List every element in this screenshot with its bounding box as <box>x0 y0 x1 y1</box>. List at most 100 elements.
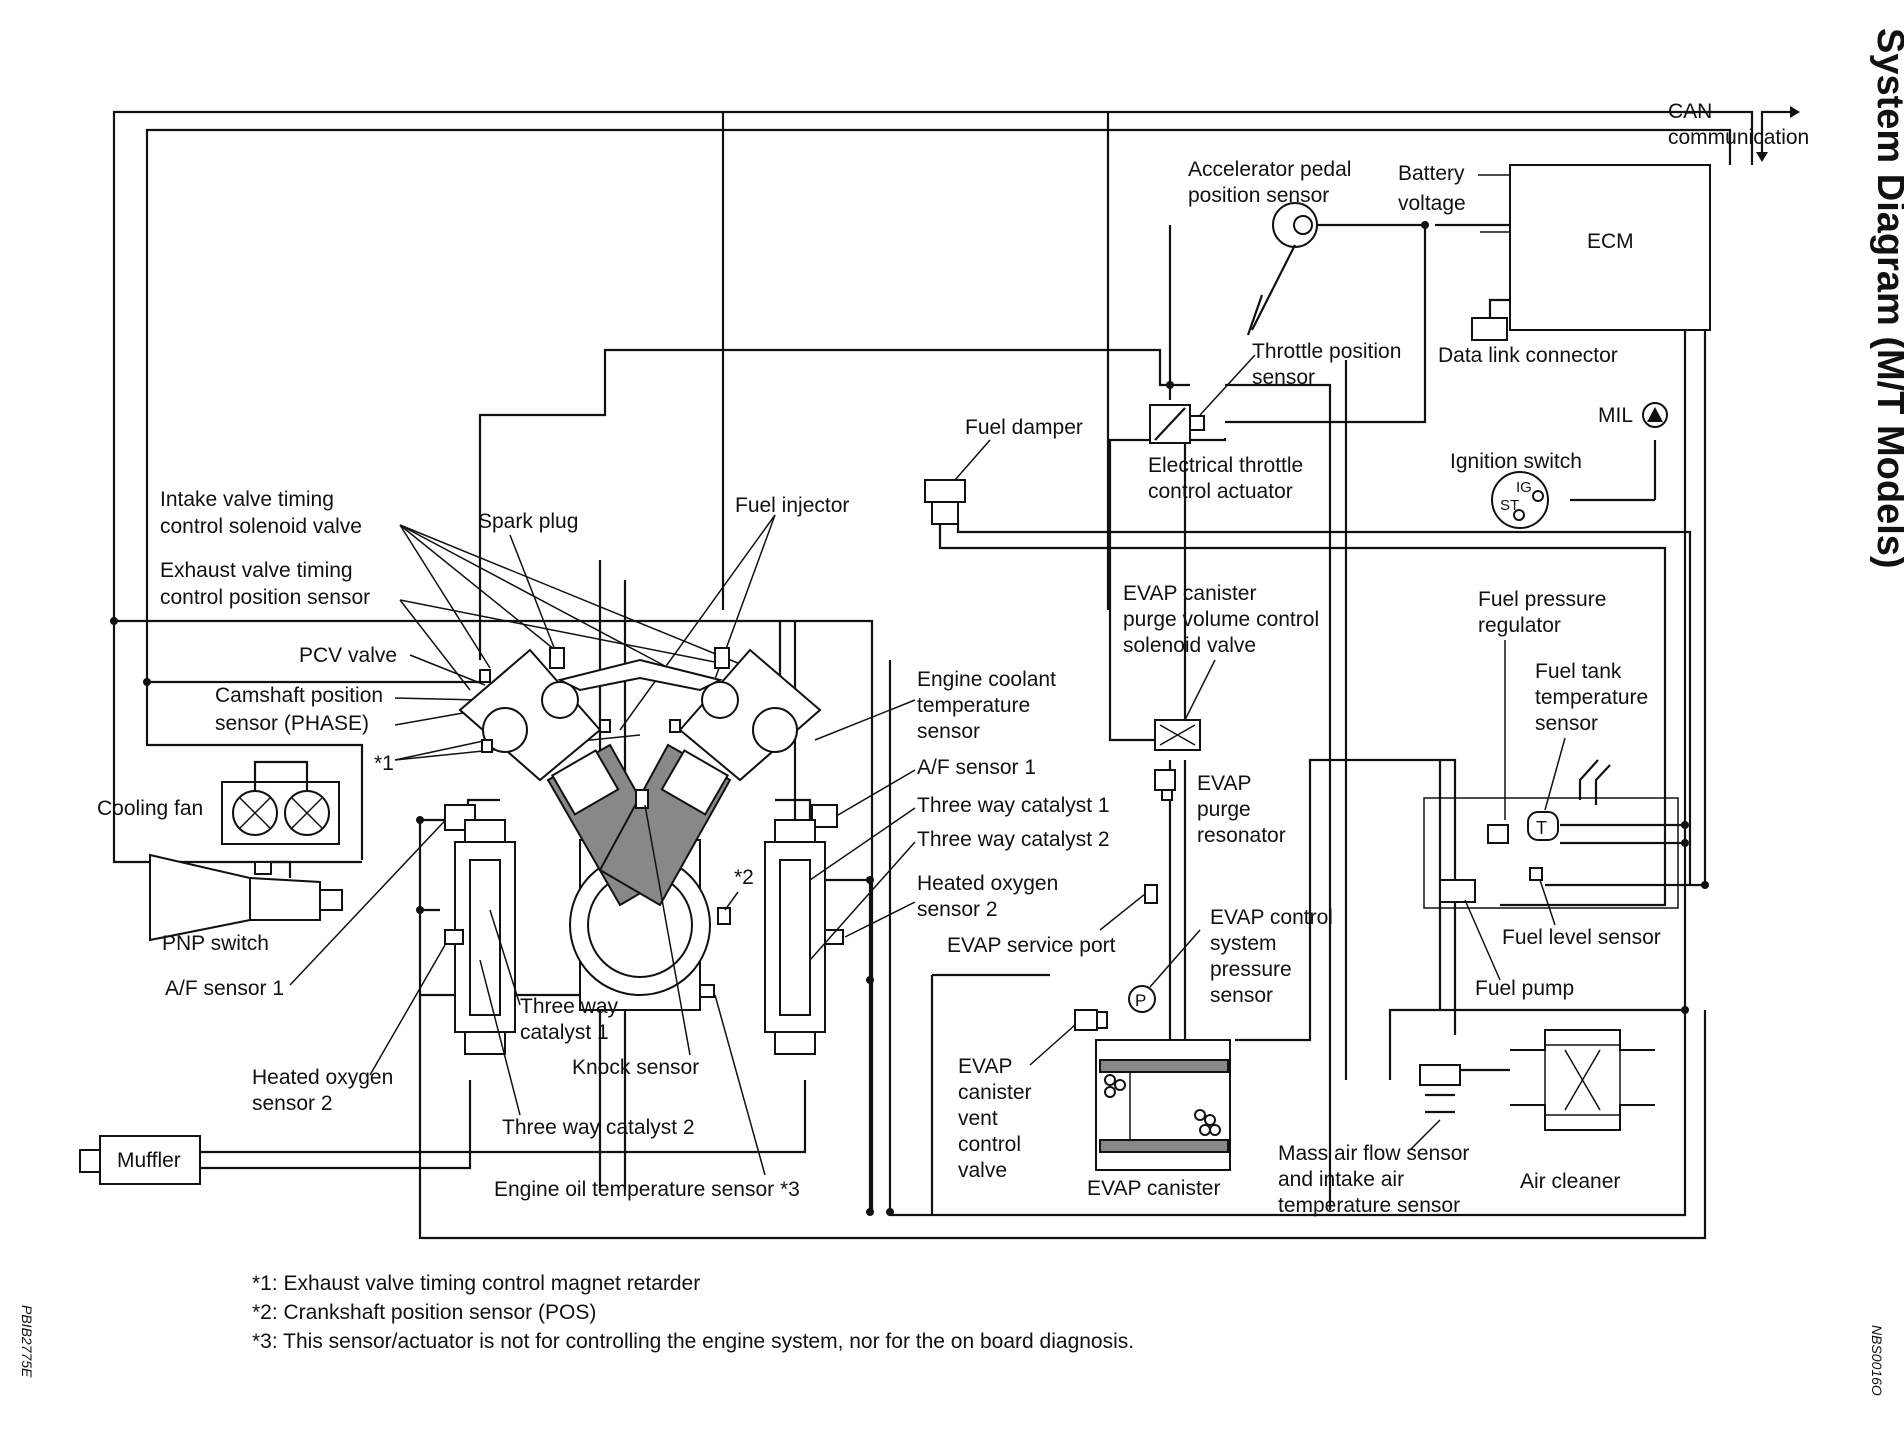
ecm-box <box>1509 164 1711 331</box>
maf-label-1: Mass air flow sensor <box>1278 1142 1469 1165</box>
star1-label: *1 <box>374 752 394 775</box>
battery-label-2: voltage <box>1398 192 1466 215</box>
ignition-switch-label: Ignition switch <box>1450 450 1582 473</box>
twc2-bottom-label: Three way catalyst 2 <box>502 1116 695 1139</box>
etc-label-2: control actuator <box>1148 480 1293 503</box>
accelerator-pedal-label-1: Accelerator pedal <box>1188 158 1351 181</box>
evap-ctrl-label-4: sensor <box>1210 984 1273 1007</box>
ect-label-2: temperature <box>917 694 1030 717</box>
maf-sensor-icon <box>1419 1064 1461 1114</box>
heated-oxygen-left-label-1: Heated oxygen <box>252 1066 393 1089</box>
evap-ctrl-label-1: EVAP control <box>1210 906 1333 929</box>
evap-ctrl-label-3: pressure <box>1210 958 1292 981</box>
throttle-position-label-1: Throttle position <box>1252 340 1401 363</box>
fuel-level-sensor-icon <box>1529 867 1543 881</box>
throttle-icon <box>1149 404 1205 444</box>
evap-vent-label-5: valve <box>958 1159 1007 1182</box>
accelerator-pedal-label-2: position sensor <box>1188 184 1329 207</box>
fuel-pump-label: Fuel pump <box>1475 977 1574 1000</box>
ignition-switch-icon: IG ST <box>1491 471 1549 529</box>
battery-label-1: Battery <box>1398 162 1465 185</box>
accelerator-pedal-icon <box>1246 202 1318 336</box>
evap-ctrl-label-2: system <box>1210 932 1277 955</box>
engine-oil-temp-label: Engine oil temperature sensor *3 <box>494 1178 800 1201</box>
fuel-pressure-regulator-label-1: Fuel pressure <box>1478 588 1606 611</box>
page-code-right: NBS0016O <box>1869 1325 1885 1396</box>
knock-sensor-label: Knock sensor <box>572 1056 699 1079</box>
page-title: System Diagram (M/T Models) <box>1869 28 1904 569</box>
ign-ig-label: IG <box>1516 479 1532 496</box>
evap-purge-label-3: solenoid valve <box>1123 634 1256 657</box>
fuel-damper-label: Fuel damper <box>965 416 1083 439</box>
fuel-tank-temp-sensor-icon: T <box>1527 811 1559 841</box>
af-sensor-right-label: A/F sensor 1 <box>917 756 1036 779</box>
heated-oxygen-left-icon <box>444 929 464 945</box>
can-communication-label: communication <box>1668 126 1809 149</box>
muffler-label: Muffler <box>117 1149 181 1172</box>
fuel-pressure-regulator-icon <box>1487 824 1509 844</box>
twc2-right-label: Three way catalyst 2 <box>917 828 1110 851</box>
fuel-tank-t: T <box>1536 818 1547 838</box>
evap-purge-label-2: purge volume control <box>1123 608 1319 631</box>
fuel-tank-temp-label-2: temperature <box>1535 686 1648 709</box>
star2-label: *2 <box>734 866 754 889</box>
fuel-injector-label: Fuel injector <box>735 494 849 517</box>
fuel-pressure-regulator-label-2: regulator <box>1478 614 1561 637</box>
pnp-switch-label: PNP switch <box>162 932 269 955</box>
footnote-1: *1: Exhaust valve timing control magnet … <box>252 1272 700 1295</box>
evap-service-port-icon <box>1099 884 1158 931</box>
evap-pressure-sensor-icon: P <box>1128 985 1156 1013</box>
heated-oxygen-right-label-1: Heated oxygen <box>917 872 1058 895</box>
evap-pressure-p: P <box>1135 991 1146 1010</box>
af-sensor-left-label: A/F sensor 1 <box>165 977 284 1000</box>
cooling-fan-icon <box>221 760 340 845</box>
evap-vent-valve-icon <box>1074 1009 1108 1031</box>
mil-label: MIL <box>1598 404 1633 427</box>
evap-purge-valve-icon <box>1154 719 1201 751</box>
heated-oxygen-left-label-2: sensor 2 <box>252 1092 333 1115</box>
camshaft-label-1: Camshaft position <box>215 684 383 707</box>
throttle-position-label-2: sensor <box>1252 366 1315 389</box>
engine-icon <box>458 647 822 1011</box>
evap-vent-label-4: control <box>958 1133 1021 1156</box>
twc1-right-label: Three way catalyst 1 <box>917 794 1110 817</box>
fuel-level-sensor-label: Fuel level sensor <box>1502 926 1661 949</box>
ecm-label: ECM <box>1587 230 1634 253</box>
footnote-3: *3: This sensor/actuator is not for cont… <box>252 1330 1134 1353</box>
page-code-left: PBIB2775E <box>19 1305 35 1378</box>
evap-service-port-label: EVAP service port <box>947 934 1116 957</box>
evap-vent-label-2: canister <box>958 1081 1032 1104</box>
evap-purge-label-1: EVAP canister <box>1123 582 1256 605</box>
fuel-tank-temp-label-3: sensor <box>1535 712 1598 735</box>
etc-label-1: Electrical throttle <box>1148 454 1303 477</box>
intake-valve-timing-label-2: control solenoid valve <box>160 515 362 538</box>
data-link-connector-icon <box>1471 317 1508 341</box>
evap-vent-label-1: EVAP <box>958 1055 1012 1078</box>
wiring <box>112 106 1800 1240</box>
af-sensor-right-icon <box>811 804 838 828</box>
pnp-switch-icon <box>149 853 343 942</box>
fuel-pump-icon <box>1439 879 1476 903</box>
exhaust-valve-timing-label-1: Exhaust valve timing <box>160 559 353 582</box>
left-catalyst-icon <box>444 798 516 1055</box>
air-cleaner-icon <box>1510 1029 1655 1131</box>
intake-valve-timing-label-1: Intake valve timing <box>160 488 334 511</box>
heated-oxygen-right-icon <box>824 929 844 945</box>
evap-resonator-label-2: purge <box>1197 798 1251 821</box>
fuel-tank-temp-label-1: Fuel tank <box>1535 660 1622 683</box>
right-catalyst-icon <box>764 798 844 1055</box>
can-label: CAN <box>1668 100 1712 123</box>
footnote-2: *2: Crankshaft position sensor (POS) <box>252 1301 596 1324</box>
leader-lines-left <box>394 514 776 761</box>
evap-canister-icon <box>1095 1039 1231 1171</box>
muffler-icon <box>79 1080 807 1185</box>
ign-st-label: ST <box>1500 497 1519 514</box>
data-link-connector-label: Data link connector <box>1438 344 1618 367</box>
ect-label-3: sensor <box>917 720 980 743</box>
spark-plug-label: Spark plug <box>478 510 578 533</box>
ecm-block: ECM <box>1471 164 1711 341</box>
maf-label-2: and intake air <box>1278 1168 1404 1191</box>
evap-resonator-label-1: EVAP <box>1197 772 1251 795</box>
heated-oxygen-right-label-2: sensor 2 <box>917 898 998 921</box>
